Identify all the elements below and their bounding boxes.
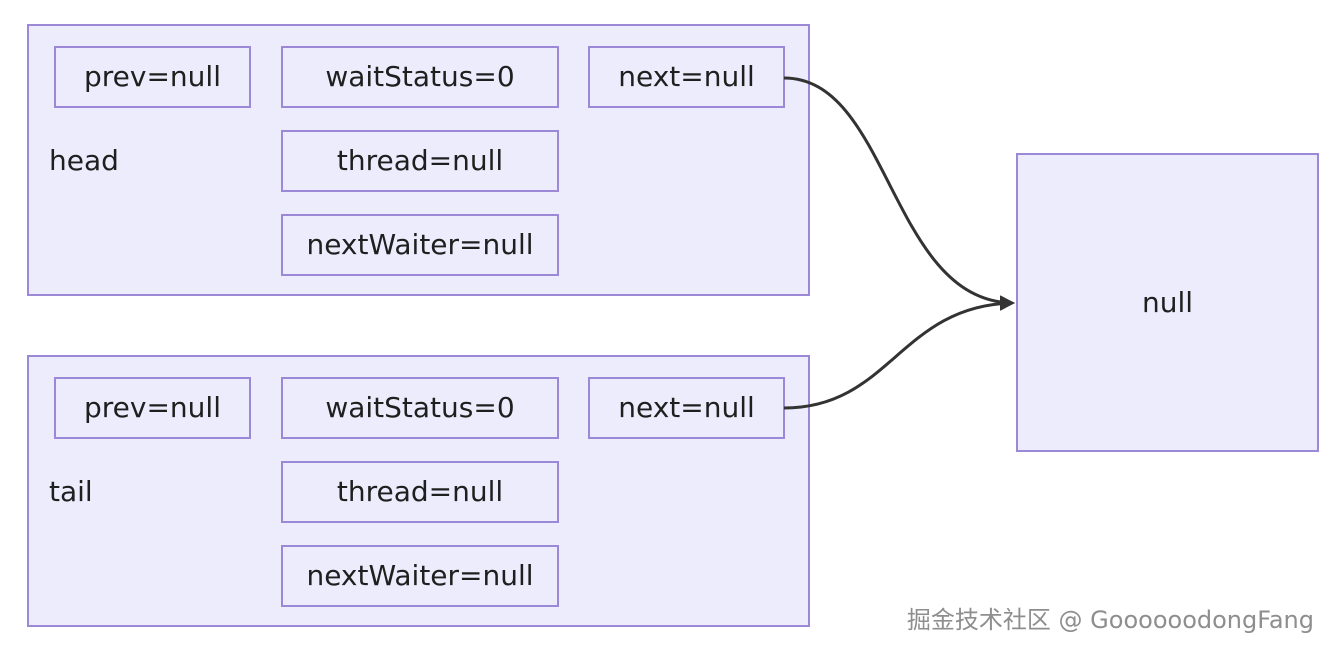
edge-head-next-to-null	[783, 76, 1015, 311]
head-waitstatus-field: waitStatus=0	[281, 46, 559, 108]
head-prev-field: prev=null	[54, 46, 251, 108]
head-node-group: head prev=null waitStatus=0 next=null th…	[27, 24, 810, 296]
tail-waitstatus-field: waitStatus=0	[281, 377, 559, 439]
head-next-field: next=null	[588, 46, 785, 108]
tail-prev-field: prev=null	[54, 377, 251, 439]
null-target-node: null	[1016, 153, 1319, 452]
tail-node-group: tail prev=null waitStatus=0 next=null th…	[27, 355, 810, 627]
edge-tail-next-to-null	[783, 295, 1015, 410]
watermark-text: 掘金技术社区 @ GoooooodongFang	[906, 606, 1314, 634]
head-nextwaiter-field: nextWaiter=null	[281, 214, 559, 276]
tail-label: tail	[49, 475, 93, 508]
head-thread-field: thread=null	[281, 130, 559, 192]
tail-nextwaiter-field: nextWaiter=null	[281, 545, 559, 607]
head-label: head	[49, 144, 119, 177]
tail-next-field: next=null	[588, 377, 785, 439]
tail-thread-field: thread=null	[281, 461, 559, 523]
